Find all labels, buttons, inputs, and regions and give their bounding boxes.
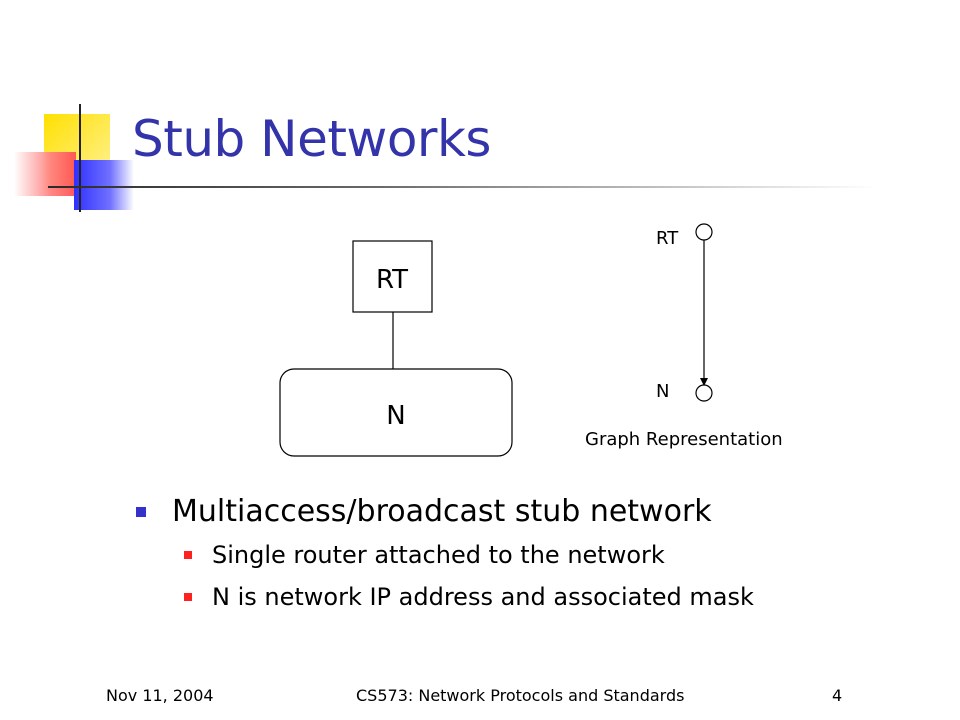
bullet-item: Multiaccess/broadcast stub network xyxy=(132,490,912,534)
network-box xyxy=(279,368,513,457)
slide-title: Stub Networks xyxy=(132,110,491,168)
bullet-square-icon xyxy=(136,507,146,517)
logo-red-block xyxy=(14,152,76,196)
sub-bullet-item: Single router attached to the network xyxy=(132,534,912,576)
footer-date: Nov 11, 2004 xyxy=(106,686,214,705)
router-box xyxy=(352,240,433,313)
graph-network-label: N xyxy=(656,381,669,402)
sub-bullet-item: N is network IP address and associated m… xyxy=(132,576,912,618)
footer-page-number: 4 xyxy=(832,686,843,705)
network-label: N xyxy=(386,401,405,431)
graph-router-node xyxy=(695,223,713,241)
logo-vertical-line xyxy=(79,104,81,212)
sub-bullet-text: N is network IP address and associated m… xyxy=(212,583,754,611)
logo-blue-block xyxy=(74,160,134,210)
title-underline xyxy=(48,186,878,188)
graph-network-node xyxy=(695,384,713,402)
sub-bullet-square-icon xyxy=(184,593,192,601)
footer-course: CS573: Network Protocols and Standards xyxy=(356,686,685,705)
bullet-list: Multiaccess/broadcast stub network Singl… xyxy=(132,490,912,618)
graph-caption: Graph Representation xyxy=(585,429,783,450)
router-label: RT xyxy=(376,265,408,295)
graph-router-label: RT xyxy=(656,228,679,249)
sub-bullet-text: Single router attached to the network xyxy=(212,541,665,569)
bullet-text: Multiaccess/broadcast stub network xyxy=(172,494,712,529)
sub-bullet-square-icon xyxy=(184,551,192,559)
